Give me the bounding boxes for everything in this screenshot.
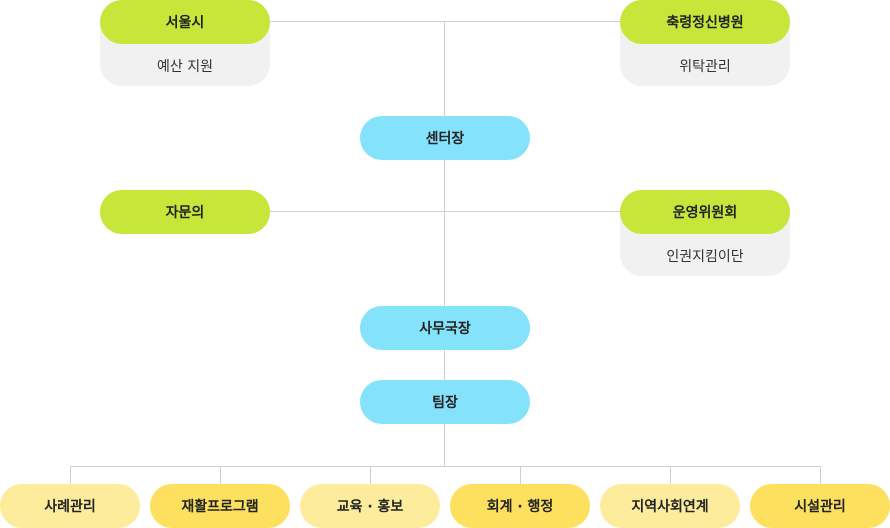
committee-node: 운영위원회 [620,190,790,234]
hospital-sub: 위탁관리 [679,59,731,75]
connector-team-drop [70,466,71,484]
team-node: 교육 · 홍보 [300,484,440,528]
connector-team-drop [820,466,821,484]
committee-card: 운영위원회 인권지킴이단 [620,190,790,276]
seoul-sub: 예산 지원 [157,59,213,75]
center-head-node: 센터장 [360,116,530,160]
hospital-card: 축령정신병원 위탁관리 [620,0,790,86]
connector-bottom-horizontal [70,466,821,467]
connector-team-drop [370,466,371,484]
advisor-node: 자문의 [100,190,270,234]
connector-team-drop [670,466,671,484]
seoul-card: 서울시 예산 지원 [100,0,270,86]
team-node: 지역사회연계 [600,484,740,528]
connector-team-drop [520,466,521,484]
committee-sub: 인권지킴이단 [666,249,744,265]
connector-main-vertical [444,21,445,466]
hospital-node: 축령정신병원 [620,0,790,44]
connector-top-horizontal [270,21,620,22]
team-node: 재활프로그램 [150,484,290,528]
team-node: 회계 · 행정 [450,484,590,528]
team-lead-node: 팀장 [360,380,530,424]
connector-team-drop [220,466,221,484]
seoul-node: 서울시 [100,0,270,44]
connector-middle-horizontal [270,211,620,212]
secretary-node: 사무국장 [360,306,530,350]
team-node: 사례관리 [0,484,140,528]
team-node: 시설관리 [750,484,890,528]
